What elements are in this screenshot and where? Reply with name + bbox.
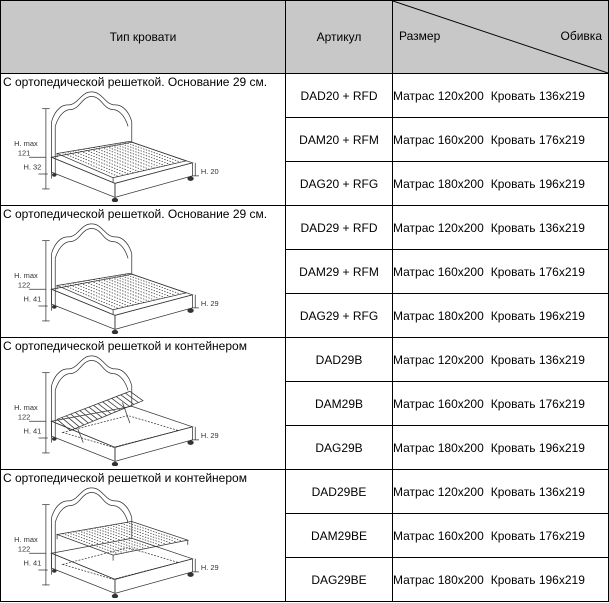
- bed-spec-body: С ортопедической решеткой. Основание 29 …: [0, 73, 609, 602]
- bed-size: Кровать 136x219: [490, 352, 585, 367]
- height-base-label: H. 20: [201, 167, 219, 176]
- bed-size: Кровать 136x219: [490, 484, 585, 499]
- height-max-title: H. max: [14, 403, 38, 412]
- height-max-value: 121: [18, 148, 30, 157]
- size-cell: Матрас 120x200 Кровать 136x219: [392, 337, 609, 382]
- mattress-size: Матрас 120x200: [393, 220, 484, 235]
- size-cell: Матрас 120x200 Кровать 136x219: [392, 73, 609, 118]
- height-side-label: H. 41: [24, 426, 42, 435]
- table-row: С ортопедической решеткой. Основание 29 …: [0, 205, 609, 338]
- size-cell: Матрас 160x200 Кровать 176x219: [392, 117, 609, 162]
- height-base-label: H. 29: [201, 563, 219, 572]
- size-cell: Матрас 180x200 Кровать 196x219: [392, 293, 609, 338]
- height-max-title: H. max: [14, 271, 38, 280]
- mattress-size: Матрас 160x200: [393, 396, 484, 411]
- mattress-size: Матрас 120x200: [393, 484, 484, 499]
- bed-size: Кровать 136x219: [490, 88, 585, 103]
- height-max-value: 122: [18, 280, 30, 289]
- height-side-label: H. 41: [24, 558, 42, 567]
- header-bed-type: Тип кровати: [0, 0, 286, 74]
- bed-type-cell: С ортопедической решеткой. Основание 29 …: [0, 205, 286, 338]
- article-cell: DAM29 + RFM: [285, 249, 393, 294]
- height-base-label: H. 29: [201, 431, 219, 440]
- bed-type-caption: С ортопедической решеткой. Основание 29 …: [3, 207, 268, 221]
- bed-size: Кровать 176x219: [490, 264, 585, 279]
- bed-size: Кровать 196x219: [490, 308, 585, 323]
- size-cell: Матрас 180x200 Кровать 196x219: [392, 161, 609, 206]
- bed-size: Кровать 176x219: [490, 528, 585, 543]
- article-cell: DAD20 + RFD: [285, 73, 393, 118]
- mattress-size: Матрас 120x200: [393, 88, 484, 103]
- header-cover: Обивка: [560, 29, 602, 43]
- article-cell: DAG29 + RFG: [285, 293, 393, 338]
- article-cell: DAG20 + RFG: [285, 161, 393, 206]
- size-cell: Матрас 120x200 Кровать 136x219: [392, 205, 609, 250]
- bed-type-caption: С ортопедической решеткой. Основание 29 …: [3, 75, 268, 89]
- mattress-size: Матрас 160x200: [393, 264, 484, 279]
- bed-size: Кровать 196x219: [490, 572, 585, 587]
- mattress-size: Матрас 120x200: [393, 352, 484, 367]
- size-cell: Матрас 160x200 Кровать 176x219: [392, 381, 609, 426]
- mattress-size: Матрас 160x200: [393, 132, 484, 147]
- article-cell: DAG29B: [285, 425, 393, 470]
- size-cell: Матрас 120x200 Кровать 136x219: [392, 469, 609, 514]
- article-cell: DAD29 + RFD: [285, 205, 393, 250]
- height-side-label: H. 41: [24, 294, 42, 303]
- bed-size: Кровать 176x219: [490, 396, 585, 411]
- size-cell: Матрас 180x200 Кровать 196x219: [392, 557, 609, 602]
- mattress-size: Матрас 180x200: [393, 572, 484, 587]
- mattress-size: Матрас 180x200: [393, 308, 484, 323]
- height-max-title: H. max: [14, 535, 38, 544]
- size-cell: Матрас 180x200 Кровать 196x219: [392, 425, 609, 470]
- height-max-title: H. max: [14, 139, 38, 148]
- header-diagonal-divider: [393, 1, 608, 73]
- header-row: Тип кровати Артикул Размер Обивка: [0, 0, 609, 74]
- bed-size: Кровать 196x219: [490, 176, 585, 191]
- table-row: С ортопедической решеткой. Основание 29 …: [0, 73, 609, 206]
- article-cell: DAD29B: [285, 337, 393, 382]
- header-article: Артикул: [285, 0, 393, 74]
- height-max-value: 122: [18, 544, 30, 553]
- header-size: Размер: [399, 29, 441, 43]
- article-cell: DAM29B: [285, 381, 393, 426]
- size-cell: Матрас 160x200 Кровать 176x219: [392, 249, 609, 294]
- header-size-cover: Размер Обивка: [392, 0, 609, 74]
- mattress-size: Матрас 160x200: [393, 528, 484, 543]
- bed-size: Кровать 176x219: [490, 132, 585, 147]
- article-cell: DAD29BE: [285, 469, 393, 514]
- height-side-label: H. 32: [24, 162, 42, 171]
- size-cell: Матрас 160x200 Кровать 176x219: [392, 513, 609, 558]
- height-base-label: H. 29: [201, 299, 219, 308]
- height-max-value: 122: [18, 412, 30, 421]
- bed-type-caption: С ортопедической решеткой и контейнером: [3, 471, 247, 485]
- article-cell: DAM20 + RFM: [285, 117, 393, 162]
- mattress-size: Матрас 180x200: [393, 440, 484, 455]
- article-cell: DAG29BE: [285, 557, 393, 602]
- article-cell: DAM29BE: [285, 513, 393, 558]
- bed-type-caption: С ортопедической решеткой и контейнером: [3, 339, 247, 353]
- mattress-size: Матрас 180x200: [393, 176, 484, 191]
- bed-size: Кровать 136x219: [490, 220, 585, 235]
- bed-type-cell: С ортопедической решеткой. Основание 29 …: [0, 73, 286, 206]
- bed-size: Кровать 196x219: [490, 440, 585, 455]
